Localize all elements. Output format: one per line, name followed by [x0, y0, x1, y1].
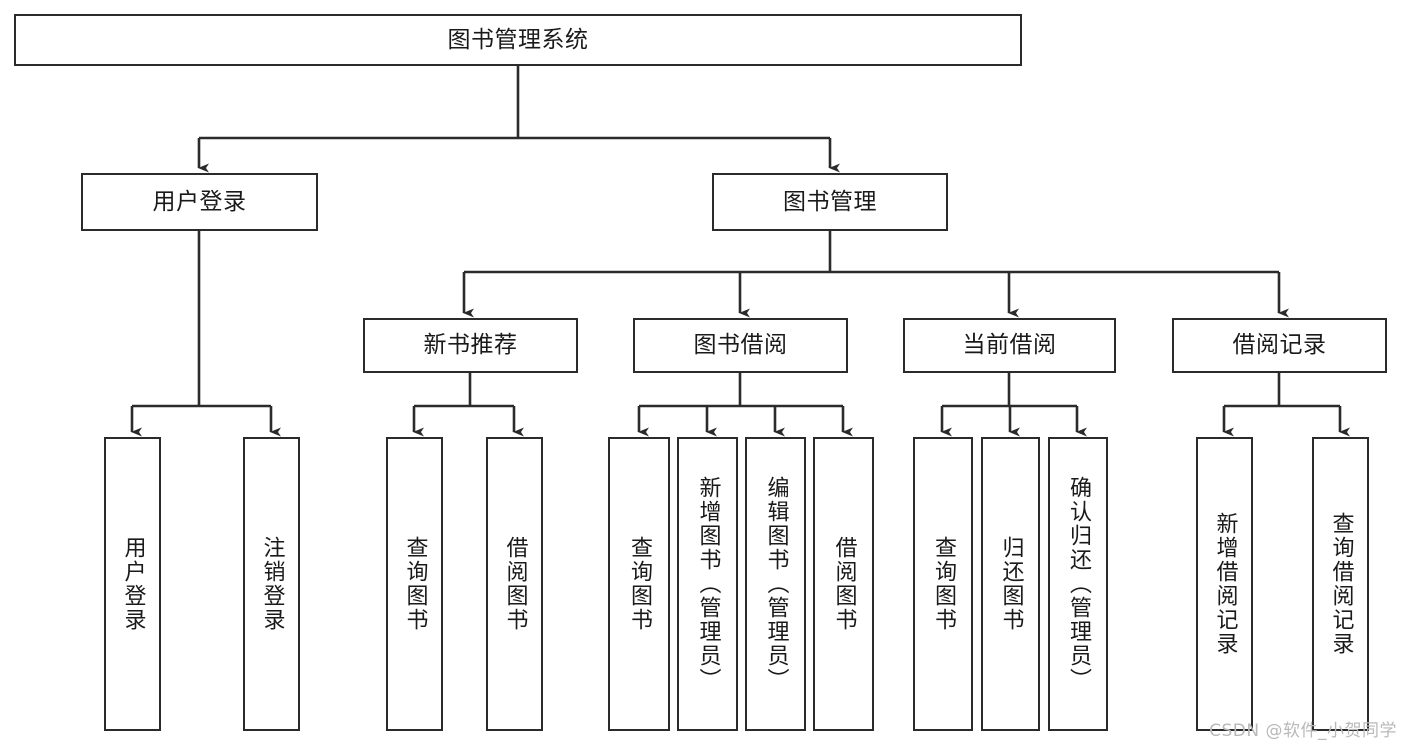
node-label: 当前借阅	[962, 332, 1057, 359]
node-leaf-newbook-borrow-book[interactable]: 借阅图书	[486, 437, 543, 731]
node-label: 图书借阅	[693, 332, 788, 359]
node-label: 借阅图书	[502, 536, 528, 632]
node-leaf-user-login-signin[interactable]: 用户登录	[104, 437, 161, 731]
node-leaf-user-login-signout[interactable]: 注销登录	[243, 437, 300, 731]
node-label: 查询借阅记录	[1328, 512, 1354, 656]
node-leaf-newbook-query-book[interactable]: 查询图书	[386, 437, 443, 731]
node-label: 查询图书	[627, 536, 652, 632]
node-leaf-bookborrow-add-book-admin[interactable]: 新增图书（管理员）	[677, 437, 738, 731]
csdn-watermark: CSDN @软件_小贺同学	[1209, 721, 1397, 741]
node-book-management[interactable]: 图书管理	[712, 173, 948, 231]
node-label: 编辑图书（管理员）	[763, 476, 789, 692]
node-label: 图书管理	[783, 188, 877, 215]
node-current-borrow[interactable]: 当前借阅	[903, 318, 1116, 373]
node-leaf-currentborrow-return-book[interactable]: 归还图书	[981, 437, 1040, 731]
node-root-book-management-system[interactable]: 图书管理系统	[14, 14, 1022, 66]
node-leaf-records-query-record[interactable]: 查询借阅记录	[1312, 437, 1369, 731]
node-user-login[interactable]: 用户登录	[81, 173, 318, 231]
node-label: 图书管理系统	[447, 26, 589, 53]
node-label: 借阅记录	[1232, 332, 1327, 359]
node-leaf-currentborrow-query-book[interactable]: 查询图书	[913, 437, 973, 731]
node-label: 借阅图书	[831, 536, 857, 632]
node-label: 查询图书	[402, 536, 428, 632]
node-label: 确认归还（管理员）	[1066, 476, 1091, 692]
node-label: 归还图书	[998, 536, 1024, 632]
node-book-borrow[interactable]: 图书借阅	[633, 318, 848, 373]
node-leaf-bookborrow-borrow-book[interactable]: 借阅图书	[813, 437, 874, 731]
node-new-book-recommend[interactable]: 新书推荐	[363, 318, 578, 373]
node-label: 注销登录	[259, 536, 285, 632]
node-label: 新增图书（管理员）	[695, 476, 721, 692]
node-label: 新增借阅记录	[1212, 512, 1238, 656]
node-label: 用户登录	[152, 188, 247, 215]
node-leaf-bookborrow-edit-book-admin[interactable]: 编辑图书（管理员）	[745, 437, 806, 731]
node-borrow-records[interactable]: 借阅记录	[1172, 318, 1387, 373]
node-label: 新书推荐	[423, 332, 518, 359]
node-leaf-bookborrow-query-book[interactable]: 查询图书	[608, 437, 670, 731]
node-label: 查询图书	[931, 536, 956, 632]
node-leaf-currentborrow-confirm-return-admin[interactable]: 确认归还（管理员）	[1048, 437, 1108, 731]
node-leaf-records-add-record[interactable]: 新增借阅记录	[1196, 437, 1253, 731]
node-label: 用户登录	[120, 536, 146, 632]
